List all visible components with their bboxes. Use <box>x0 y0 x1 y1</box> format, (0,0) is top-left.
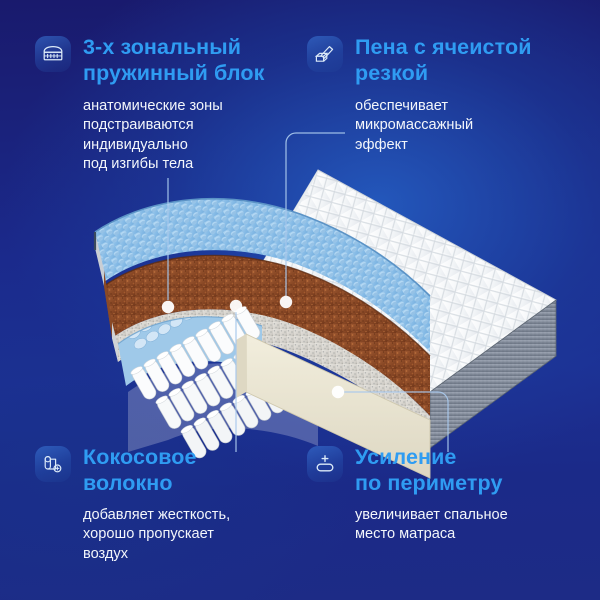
coir-roll-icon-badge <box>35 446 71 482</box>
feature-spring-block-title: 3-х зональный пружинный блок <box>83 35 265 85</box>
feature-spring-block-header: 3-х зональный пружинный блок <box>35 35 285 86</box>
feature-spring-block-desc: анатомические зоны подстраиваются индиви… <box>83 98 223 173</box>
feature-spring-block: 3-х зональный пружинный блок анатомическ… <box>35 35 285 175</box>
feature-coir-header: Кокосовое волокно <box>35 445 295 496</box>
feature-coir-title: Кокосовое волокно <box>83 445 197 495</box>
felt-layer <box>112 309 430 442</box>
spring-block-icon-badge <box>35 36 71 72</box>
feature-perimeter-desc: увеличивает спальное место матраса <box>355 507 508 543</box>
foam-cut-icon <box>314 46 334 62</box>
spring-block-icon <box>43 45 63 61</box>
feature-foam-header: Пена с ячеистой резкой <box>307 35 557 86</box>
cutaway-edge-strips <box>95 232 118 362</box>
feature-perimeter-header: Усиление по периметру <box>307 445 567 496</box>
perimeter-plus-icon <box>316 455 334 472</box>
feature-coir: Кокосовое волокно добавляет жесткость, х… <box>35 445 295 564</box>
feature-foam: Пена с ячеистой резкой обеспечивает микр… <box>307 35 557 155</box>
perimeter-plus-icon-badge <box>307 446 343 482</box>
foam-cut-icon-badge <box>307 36 343 72</box>
feature-foam-desc: обеспечивает микромассажный эффект <box>355 98 474 153</box>
feature-foam-title: Пена с ячеистой резкой <box>355 35 532 85</box>
feature-coir-desc: добавляет жесткость, хорошо пропускает в… <box>83 507 231 562</box>
coir-roll-icon <box>44 455 62 473</box>
feature-perimeter-title: Усиление по периметру <box>355 445 503 495</box>
feature-perimeter: Усиление по периметру увеличивает спальн… <box>307 445 567 545</box>
